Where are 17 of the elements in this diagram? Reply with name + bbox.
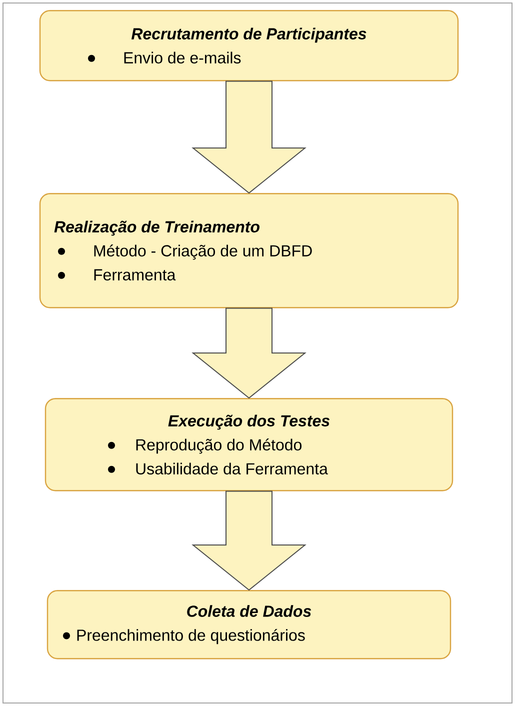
list-item: Preenchimento de questionários xyxy=(77,628,305,644)
process-box xyxy=(46,590,452,660)
process-box xyxy=(39,193,459,308)
list-item: Método - Criação de um DBFD xyxy=(94,244,312,260)
block-arrow xyxy=(192,80,306,194)
process-box xyxy=(39,10,459,82)
process-box xyxy=(44,398,454,492)
block-arrow xyxy=(192,308,306,399)
list-item: Usabilidade da Ferramenta xyxy=(136,462,328,474)
block-arrow xyxy=(192,490,306,591)
node-heading: Execução dos Testes xyxy=(168,414,330,430)
list-item: Envio de e-mails xyxy=(124,52,241,64)
node-heading: Coleta de Dados xyxy=(187,605,312,617)
node-heading: Recrutamento de Participantes xyxy=(131,28,366,43)
list-item: Ferramenta xyxy=(94,269,176,280)
list-item: Reprodução do Método xyxy=(136,438,302,454)
node-heading: Realização de Treinamento xyxy=(54,220,260,236)
